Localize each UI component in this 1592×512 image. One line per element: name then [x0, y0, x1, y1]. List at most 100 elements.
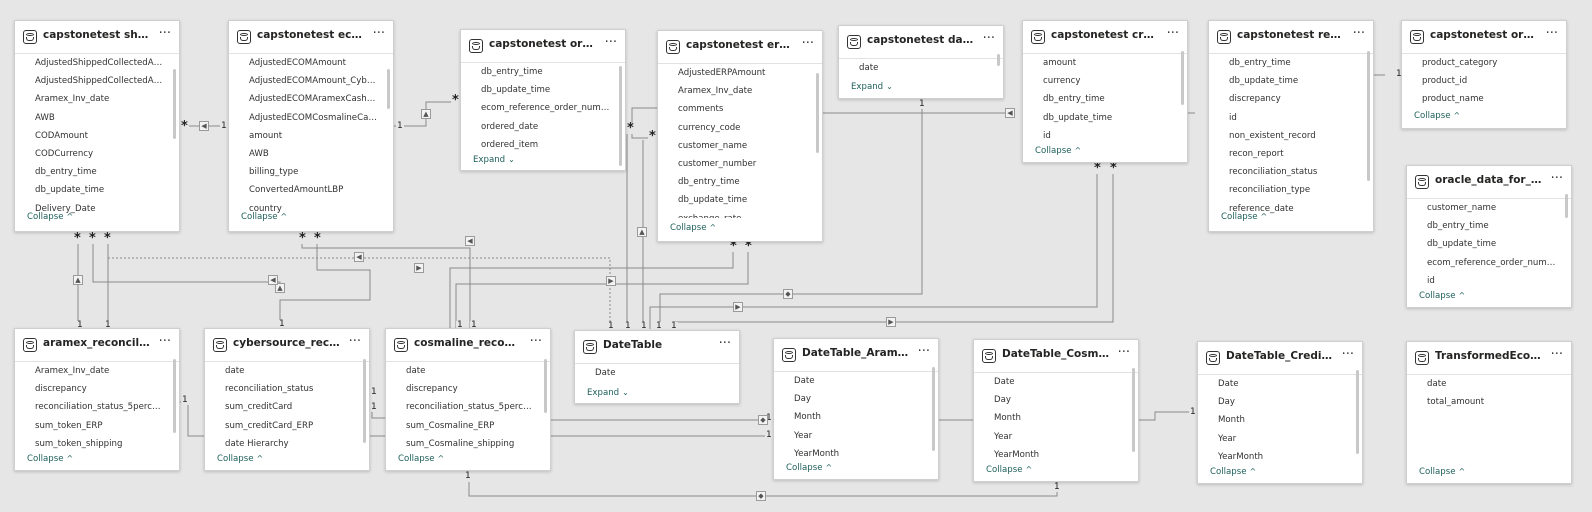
table-header[interactable]: cosmaline_reconciliation ···	[386, 329, 550, 362]
scrollbar[interactable]	[997, 54, 1000, 66]
field-item[interactable]: customer_name	[678, 140, 748, 151]
table-card-ecom-orders[interactable]: capstonetest ecom_ord... ··· AdjustedECO…	[228, 20, 394, 232]
filter-direction-both-icon[interactable]: ◆	[758, 415, 768, 425]
field-item[interactable]: sum_token_ERP	[35, 420, 103, 431]
field-item[interactable]: reconciliation_status_5percent	[406, 402, 538, 413]
field-item[interactable]: product_name	[1422, 94, 1484, 105]
field-item[interactable]: db_entry_time	[481, 67, 543, 77]
field-item[interactable]: comments	[678, 104, 724, 115]
field-item[interactable]: date	[225, 366, 245, 376]
field-item[interactable]: YearMonth	[994, 449, 1040, 460]
field-item[interactable]: Month	[794, 412, 821, 423]
table-header[interactable]: DateTable_CreditCard ···	[1198, 342, 1362, 375]
field-item[interactable]: Year	[794, 430, 813, 441]
field-item[interactable]: exchange_rate	[658, 210, 822, 219]
field-item[interactable]: Year	[1218, 433, 1237, 444]
field-item[interactable]: currency	[1043, 76, 1081, 87]
table-card-datetable-cosmaline[interactable]: DateTable_Cosmaline ··· Date Day Month Y…	[973, 339, 1139, 482]
field-item[interactable]: db_update_time	[1427, 239, 1497, 250]
field-item[interactable]: date Hierarchy	[225, 438, 289, 449]
more-options-icon[interactable]: ···	[158, 334, 171, 349]
collapse-toggle[interactable]: Collapse^	[241, 212, 288, 222]
table-card-oracle-data-for-analysis[interactable]: oracle_data_for_analysis ··· customer_na…	[1406, 165, 1572, 308]
field-item[interactable]: db_update_time	[1229, 76, 1299, 87]
filter-direction-up-icon[interactable]: ▲	[637, 227, 647, 237]
field-item[interactable]: AdjustedECOMCosmalineCashAm...	[249, 112, 393, 123]
field-item[interactable]: customer_name	[1427, 203, 1497, 213]
table-card-cosmaline-reconciliation[interactable]: cosmaline_reconciliation ··· date discre…	[385, 328, 551, 471]
scrollbar[interactable]	[816, 73, 819, 153]
table-header[interactable]: TransformedEcomOrders ···	[1407, 342, 1571, 375]
table-header[interactable]: DateTable_Aramex ···	[774, 339, 938, 372]
field-item[interactable]: db_entry_time	[678, 177, 740, 188]
expand-toggle[interactable]: Expand⌄	[473, 155, 515, 165]
more-options-icon[interactable]: ···	[1550, 171, 1563, 186]
table-header[interactable]: capstonetest erp_data ···	[658, 31, 822, 64]
expand-toggle[interactable]: Expand⌄	[851, 82, 893, 92]
filter-direction-left-icon[interactable]: ◀	[268, 275, 278, 285]
more-options-icon[interactable]: ···	[917, 344, 930, 359]
more-options-icon[interactable]: ···	[1341, 347, 1354, 362]
field-item[interactable]: Day	[1218, 397, 1235, 408]
collapse-toggle[interactable]: Collapse^	[1035, 146, 1082, 156]
scrollbar[interactable]	[173, 69, 176, 139]
field-item[interactable]: sum_Cosmaline_shipping	[406, 438, 515, 449]
field-item[interactable]: currency_code	[678, 122, 741, 133]
table-header[interactable]: capstonetest daily_rate ···	[839, 26, 1003, 59]
scrollbar[interactable]	[173, 359, 176, 433]
table-header[interactable]: capstonetest oracle_dat... ···	[1402, 21, 1566, 54]
table-card-datetable-creditcard[interactable]: DateTable_CreditCard ··· Date Day Month …	[1197, 341, 1363, 484]
table-header[interactable]: aramex_reconciliation ···	[15, 329, 179, 362]
field-item[interactable]: AdjustedShippedCollectedAmoun...	[35, 58, 179, 68]
filter-direction-up-icon[interactable]: ▲	[421, 109, 431, 119]
field-item[interactable]: reconciliation_type	[1229, 185, 1311, 196]
field-item[interactable]: ordered_date	[481, 121, 539, 132]
more-options-icon[interactable]: ···	[1352, 26, 1365, 41]
field-item[interactable]: db_update_time	[35, 185, 105, 196]
field-item[interactable]: AdjustedERPAmount	[678, 68, 766, 78]
scrollbar[interactable]	[1367, 51, 1370, 181]
collapse-toggle[interactable]: Collapse^	[986, 465, 1033, 475]
scrollbar[interactable]	[387, 69, 390, 109]
field-item[interactable]: sum_creditCard_ERP	[225, 420, 314, 431]
field-item[interactable]: recon_report	[1229, 148, 1284, 159]
field-item[interactable]: db_update_time	[1043, 112, 1113, 123]
field-item[interactable]: Day	[794, 394, 811, 405]
field-item[interactable]: db_update_time	[481, 85, 551, 96]
field-item[interactable]: ecom_reference_order_number	[1427, 257, 1562, 268]
field-item[interactable]: ordered_item	[481, 139, 539, 150]
more-options-icon[interactable]: ···	[348, 334, 361, 349]
expand-toggle[interactable]: Expand⌄	[587, 388, 629, 398]
collapse-toggle[interactable]: Collapse^	[1221, 212, 1268, 222]
field-item[interactable]: db_entry_time	[35, 167, 97, 178]
table-card-oracle-data[interactable]: capstonetest oracle_data ··· db_entry_ti…	[460, 29, 626, 171]
table-card-daily-rate[interactable]: capstonetest daily_rate ··· date Expand⌄	[838, 25, 1004, 99]
table-header[interactable]: DateTable ···	[575, 331, 739, 364]
scrollbar[interactable]	[1132, 368, 1135, 452]
more-options-icon[interactable]: ···	[982, 31, 995, 46]
field-item[interactable]: Date	[1218, 379, 1239, 389]
field-item[interactable]: Aramex_Inv_date	[35, 94, 110, 105]
field-item[interactable]: Date	[794, 376, 815, 386]
table-header[interactable]: oracle_data_for_analysis ···	[1407, 166, 1571, 199]
table-header[interactable]: capstonetest shippedan... ···	[15, 21, 179, 54]
field-item[interactable]: YearMonth	[794, 448, 840, 459]
collapse-toggle[interactable]: Collapse^	[1210, 467, 1257, 477]
field-item[interactable]: AdjustedECOMAramexCashAmou...	[249, 94, 393, 105]
scrollbar[interactable]	[544, 359, 547, 413]
collapse-toggle[interactable]: Collapse^	[398, 454, 445, 464]
field-item[interactable]: reconciliation_status	[1229, 167, 1318, 178]
more-options-icon[interactable]: ···	[604, 35, 617, 50]
field-item[interactable]: id	[1043, 130, 1051, 141]
field-item[interactable]: sum_token_shipping	[35, 438, 123, 449]
field-item[interactable]: AWB	[249, 148, 269, 159]
filter-direction-left-icon[interactable]: ◀	[199, 121, 209, 131]
field-item[interactable]: YearMonth	[1218, 451, 1264, 462]
field-item[interactable]: billing_type	[249, 167, 299, 178]
filter-direction-both-icon[interactable]: ◆	[783, 289, 793, 299]
more-options-icon[interactable]: ···	[158, 26, 171, 41]
field-item[interactable]: date	[406, 366, 426, 376]
field-item[interactable]: reconciliation_status	[225, 384, 314, 395]
table-card-erp-data[interactable]: capstonetest erp_data ··· AdjustedERPAmo…	[657, 30, 823, 242]
scrollbar[interactable]	[1565, 194, 1568, 218]
